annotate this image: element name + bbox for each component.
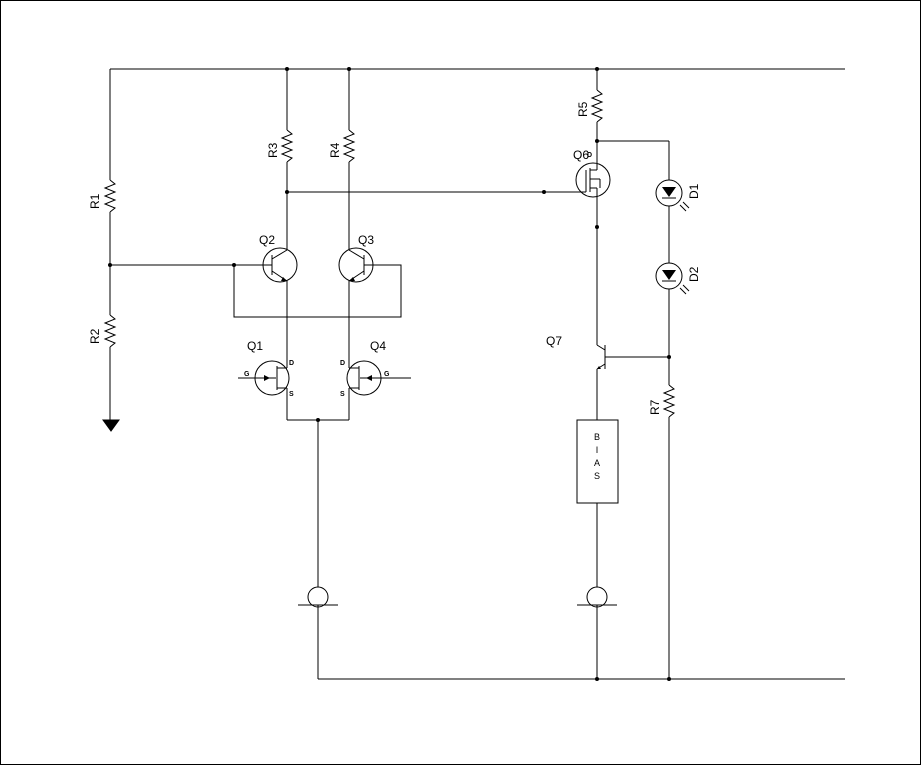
bias-letter-i: I [596, 445, 599, 455]
connector-right [577, 586, 617, 608]
label-r3: R3 [266, 142, 280, 158]
label-d1: D1 [687, 183, 701, 199]
label-q7: Q7 [546, 334, 562, 348]
pin-q1-d: D [289, 360, 294, 367]
pin-q4-d: D [340, 360, 345, 367]
pin-q1-s: S [289, 391, 294, 398]
label-r7: R7 [648, 399, 662, 415]
label-r1: R1 [88, 193, 102, 209]
resistor-r3 [280, 69, 294, 250]
bias-letter-a: A [594, 458, 600, 468]
transistor-q7 [596, 344, 669, 420]
label-d2: D2 [687, 266, 701, 282]
led-d1 [655, 179, 690, 212]
pin-q4-g: G [384, 371, 390, 378]
transistor-q6 [575, 160, 611, 345]
transistor-q1 [238, 360, 290, 420]
resistor-r2 [103, 265, 117, 420]
label-r2: R2 [88, 328, 102, 344]
label-r5: R5 [576, 101, 590, 117]
resistor-r4 [342, 69, 356, 250]
resistor-r5 [590, 69, 604, 160]
label-q4: Q4 [370, 339, 386, 353]
resistor-r1 [103, 69, 117, 265]
bias-letter-b: B [594, 432, 600, 442]
resistor-r7 [662, 384, 676, 679]
connector-left [298, 586, 338, 608]
pin-q6-d: D [587, 152, 592, 159]
wire-base-loop [233, 264, 402, 318]
led-d2 [655, 262, 690, 295]
transistor-q3 [338, 247, 374, 360]
bias-letter-s: S [594, 471, 600, 481]
pin-q1-g: G [244, 371, 250, 378]
ground-symbol [102, 419, 120, 432]
label-q6: Q6 [573, 148, 589, 162]
pin-q4-s: S [340, 391, 345, 398]
transistor-q4 [346, 360, 411, 420]
label-r4: R4 [328, 142, 342, 158]
transistor-q2 [262, 247, 298, 360]
label-q3: Q3 [358, 233, 374, 247]
label-q1: Q1 [247, 339, 263, 353]
label-q2: Q2 [259, 233, 275, 247]
